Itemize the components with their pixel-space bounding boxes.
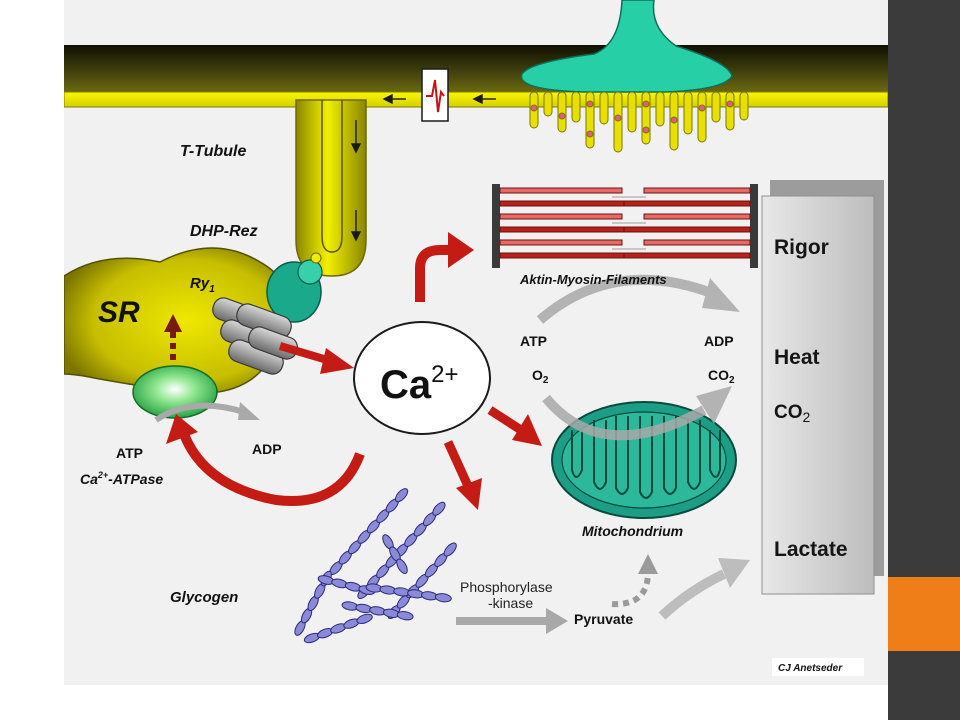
adp-right-label: ADP [704,333,734,349]
adp-left-label: ADP [252,441,282,457]
calcium-ion [353,321,491,435]
ca-atpase-label: Ca2+-ATPase [80,470,163,487]
atp-adp-arrow-left [154,402,260,423]
lactate-label: Lactate [774,538,848,561]
ca-return-arrow [166,414,365,506]
outcome-panel [761,180,884,595]
t-tubule-label: T-Tubule [180,143,246,160]
action-potential-icon [421,68,449,122]
pyruvate-to-mito-arrow [611,554,658,608]
mitochondrium [551,401,737,519]
sarcolemma-membrane [63,45,889,108]
ca-to-glycogen-arrow [443,440,482,510]
atp-right-label: ATP [520,333,547,349]
o2-co2-arrow [542,386,732,441]
rigor-label: Rigor [774,236,829,259]
heat-label: Heat [774,346,820,369]
o2-label: O2 [532,367,549,386]
pyruvate-to-lactate-arrow [658,558,750,620]
glycogen-label: Glycogen [170,589,238,606]
filaments-label: Aktin-Myosin-Filaments [519,272,667,287]
t-tubule-channel [295,99,367,277]
diagram-figure: T-Tubule DHP-Rez SR Ry1 Ca2+ Aktin-Myosi… [63,0,889,685]
co2-panel-label: CO2 [774,402,811,425]
phosphorylase-label-line2: -kinase [488,595,533,611]
signal-arrows [350,93,496,242]
sr-label: SR [98,296,140,329]
nerve-terminal [520,0,749,153]
ryanodine-receptor [212,297,299,375]
co2-mito-label: CO2 [708,367,735,386]
ca-uptake-arrow [164,314,182,360]
actin-myosin-filaments [492,184,758,268]
mitochondrium-label: Mitochondrium [582,523,683,539]
atp-adp-arrow-right [536,274,740,324]
glycogen-granule [294,488,457,644]
phosphorylase-label-line1: Phosphorylase [460,579,553,595]
credit-box [772,658,864,676]
phosphorylase-arrow [456,608,568,634]
dhp-receptor [266,252,323,323]
calcium-label: Ca2+ [380,361,459,407]
ca-release-arrow [278,342,354,374]
dhp-receptor-label: DHP-Rez [190,223,258,240]
pyruvate-label: Pyruvate [574,611,633,627]
orange-accent-block [888,577,960,651]
ca-to-filaments-arrow [415,232,474,302]
ryanodine-label: Ry1 [190,275,215,295]
credit-text: CJ Anetseder [778,663,843,674]
atp-left-label: ATP [116,445,143,461]
ca-to-mitochondrium-arrow [487,406,542,446]
